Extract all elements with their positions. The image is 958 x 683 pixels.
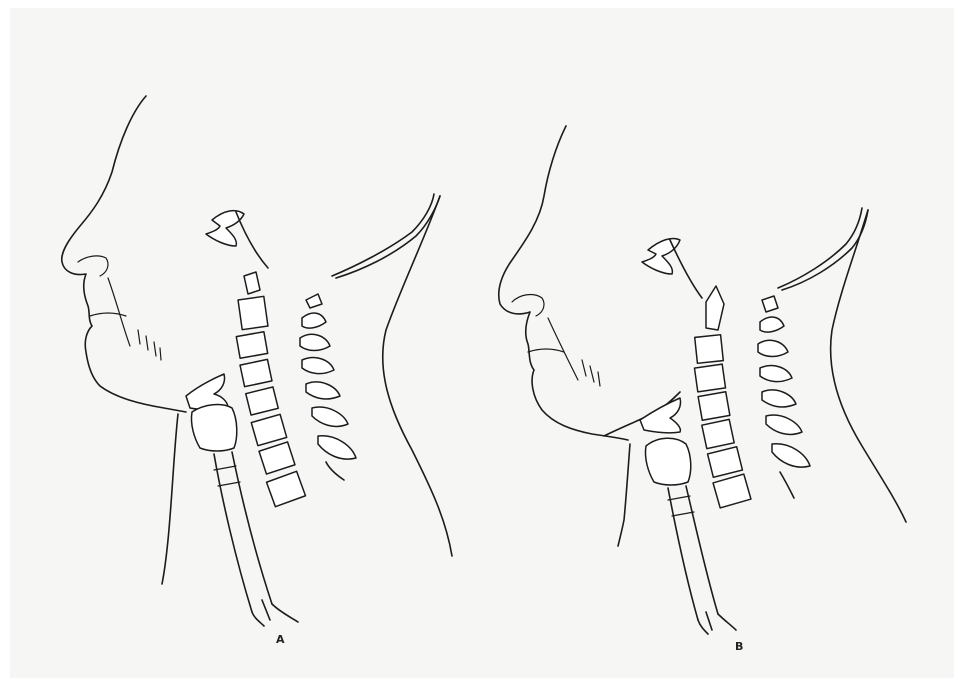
panel-label-a: A	[276, 633, 285, 646]
panel-b-vertebra-c3	[694, 364, 725, 392]
panel-b-spinous-1	[762, 296, 778, 312]
panel-a-spinous-5	[306, 382, 340, 399]
panel-a-vertebra-c6	[251, 414, 286, 445]
panel-b-spinous-4	[760, 366, 792, 382]
panel-b-spinous-7	[772, 444, 810, 467]
panel-a-vertebra-c2	[238, 296, 268, 329]
panel-b-bronchi	[698, 612, 736, 634]
panel-b-spinous-8	[780, 472, 794, 498]
panel-a-neck-front	[162, 414, 178, 584]
panel-b-larynx	[645, 438, 690, 485]
panel-b-odontoid	[706, 286, 724, 330]
panel-a-spinous-1	[306, 294, 322, 308]
panel-a-occiput	[332, 194, 434, 276]
panel-a-trachea	[214, 452, 272, 612]
panel-b-drawing	[499, 126, 906, 634]
panel-b-vertebra-c6	[708, 447, 743, 478]
panel-a-spinous-7	[318, 436, 356, 459]
panel-b-trachea	[668, 486, 718, 620]
panel-a-styloid	[236, 212, 268, 268]
panel-a-spinous-4	[302, 358, 334, 374]
panel-a-spinous-8	[326, 462, 344, 480]
panel-a-spinous-2	[302, 313, 326, 328]
panel-b-mandible	[642, 238, 680, 274]
panel-a-spinous-6	[312, 407, 348, 426]
panel-a-drawing	[62, 96, 452, 626]
panel-b-vertebra-c2	[695, 335, 724, 364]
panel-a-odontoid	[244, 272, 260, 294]
panel-a-vertebra-c5	[246, 387, 278, 415]
panel-b-spinous-3	[758, 340, 788, 356]
panel-a-skin-folds	[138, 330, 161, 360]
panel-b-vertebra-c5	[702, 419, 734, 448]
panel-a-vertebra-c7	[259, 442, 295, 474]
panel-b-vertebra-c7	[713, 474, 751, 508]
panel-b-occiput	[778, 208, 862, 288]
panel-b-hyoid	[640, 398, 681, 433]
panel-a-spinous-3	[300, 334, 330, 350]
panel-b-styloid	[670, 240, 702, 298]
panel-b-spinous-5	[762, 390, 796, 407]
panel-b-spinous-6	[766, 415, 802, 434]
panel-a-larynx	[191, 405, 236, 451]
panel-b-mouth	[528, 349, 564, 352]
panel-b-skin-folds	[582, 360, 600, 386]
panel-b-neck-front	[618, 444, 630, 546]
panel-a-vertebra-c3	[236, 332, 267, 359]
panel-a-neck-back	[383, 196, 452, 556]
panel-label-b: B	[735, 640, 743, 653]
panel-a-jaw-line	[108, 278, 130, 346]
panel-a-vertebra-t1	[267, 471, 306, 506]
panel-a-bronchi	[252, 600, 298, 626]
panel-b-vertebra-c4	[698, 392, 730, 420]
panel-a-nostril	[78, 256, 108, 276]
panel-b-face-profile	[499, 126, 628, 440]
panel-a-face-profile	[62, 96, 186, 412]
panel-b-spinous-2	[760, 317, 784, 332]
panel-a-vertebra-c4	[240, 359, 272, 386]
